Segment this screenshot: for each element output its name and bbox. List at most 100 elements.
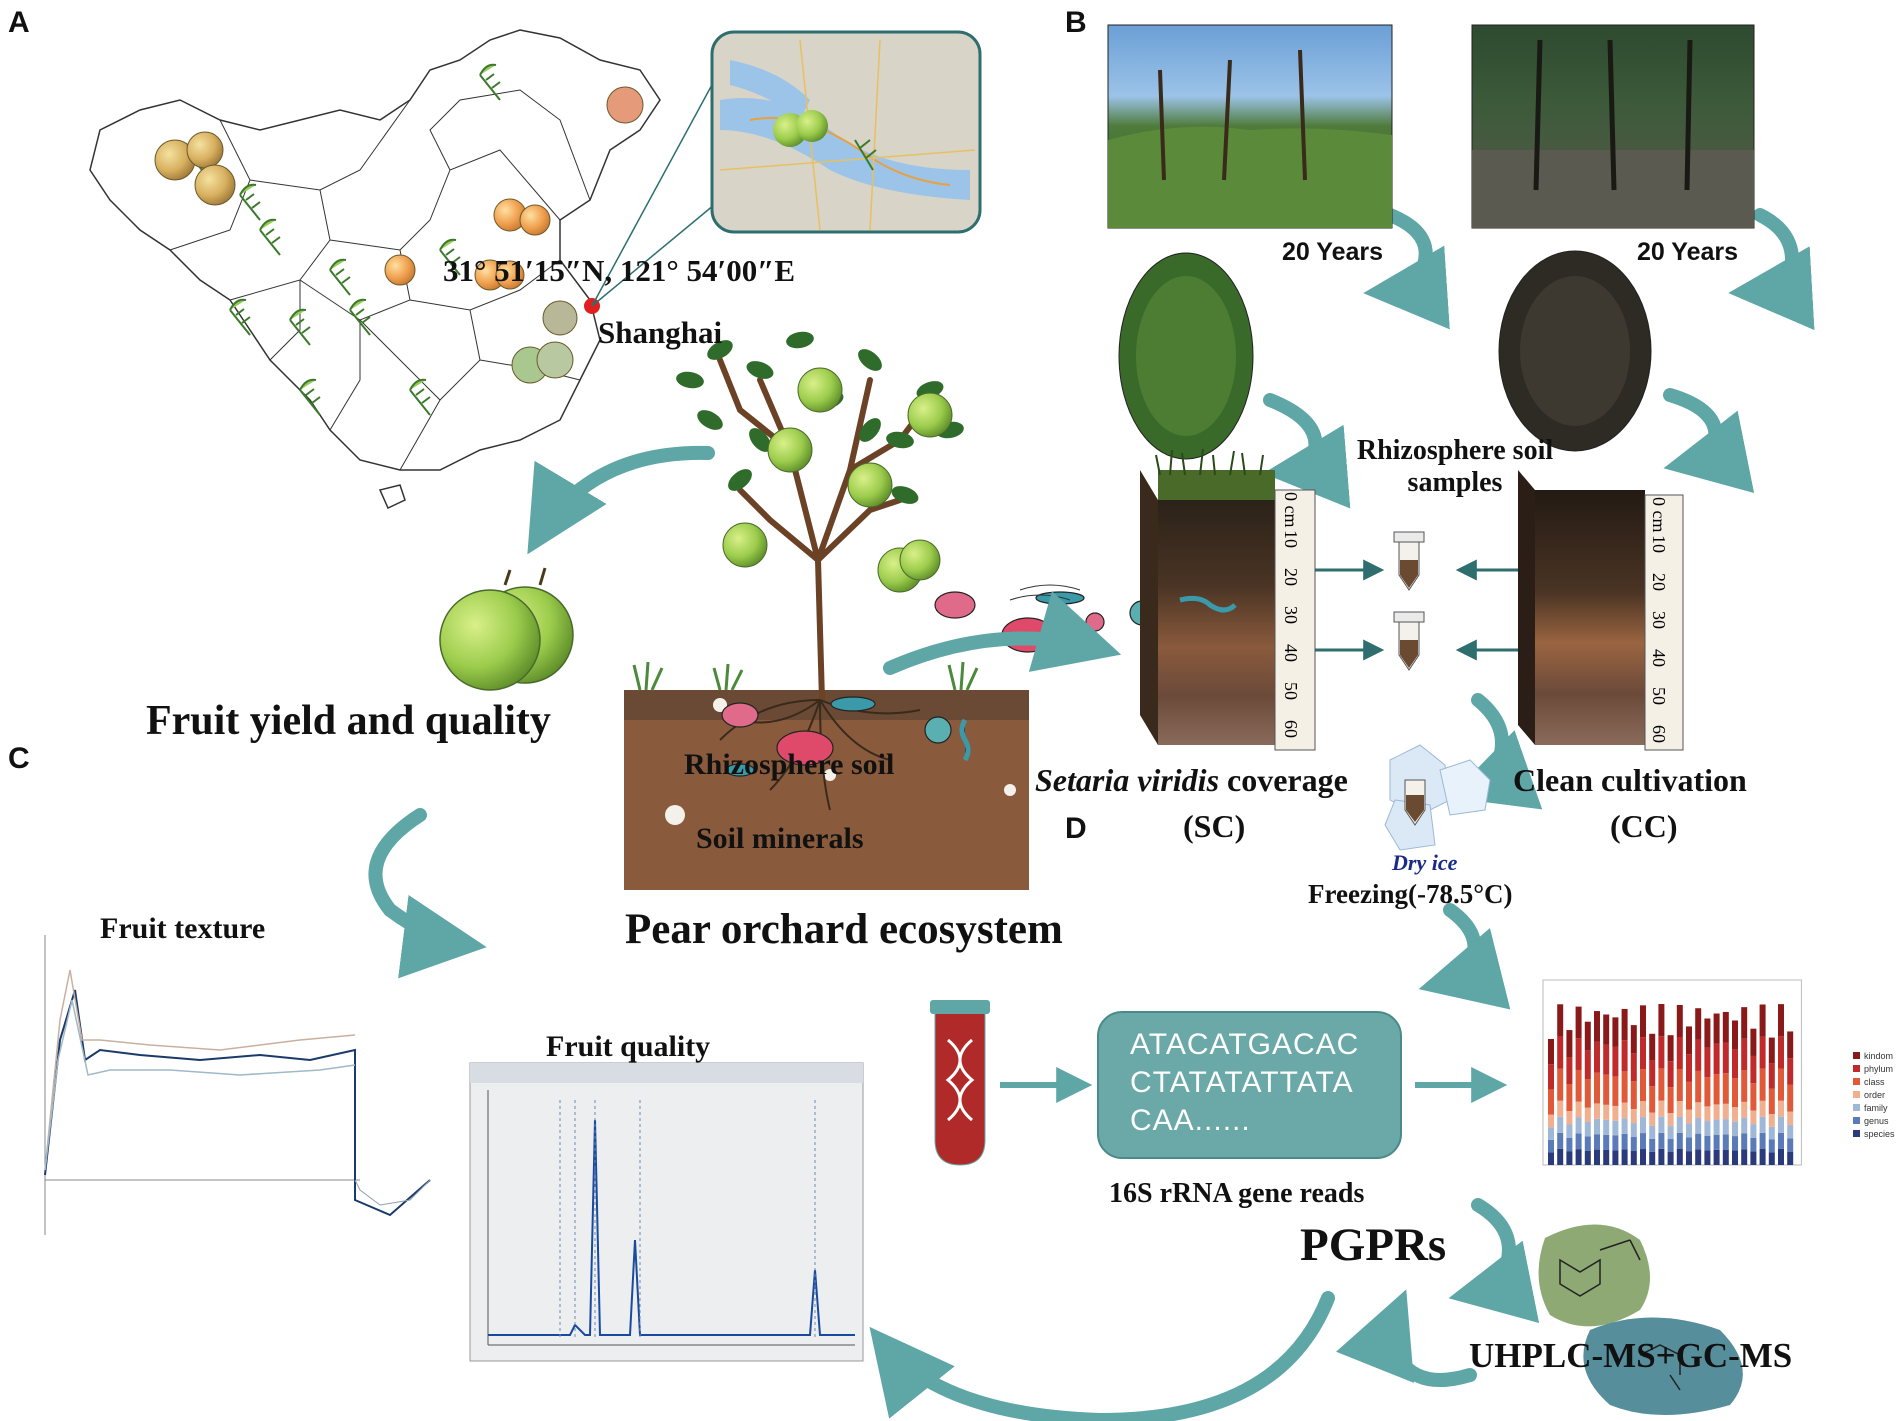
province-lines (169, 89, 591, 471)
bar-segment (1768, 1037, 1775, 1064)
bar-segment (1603, 1149, 1610, 1165)
pear-icon (536, 341, 574, 379)
ruler-tick-label: 0 cm (1281, 492, 1301, 528)
bar-segment (1630, 1053, 1637, 1082)
bar-segment (1584, 1050, 1591, 1080)
legend-label: class (1864, 1077, 1885, 1087)
grain-icon (349, 298, 371, 336)
bar-segment (1713, 1043, 1720, 1075)
bar-segment (1676, 1004, 1683, 1037)
bar-segment (1686, 1109, 1692, 1124)
ruler-tick-label: 10 (1649, 535, 1669, 553)
bar-segment (1713, 1104, 1720, 1120)
bar-segment (1741, 1133, 1748, 1150)
legend-swatch (1853, 1078, 1860, 1085)
bar-segment (1658, 1036, 1665, 1069)
bar-segment (1612, 1017, 1619, 1047)
bar-segment (1621, 1008, 1628, 1041)
bar-segment (1557, 1068, 1564, 1101)
arrow-fruit-to-texture (368, 808, 487, 979)
bar-segment (1594, 1134, 1600, 1150)
grain-icon (229, 298, 251, 336)
cc-label: Clean cultivation (1513, 762, 1747, 798)
bar-segment (1649, 1033, 1656, 1061)
pear-icon (194, 164, 236, 206)
bar-segment (1741, 1070, 1748, 1102)
sample-tube-top (1393, 531, 1425, 591)
bar-segment (1566, 1057, 1573, 1085)
bar-segment (1787, 1124, 1794, 1139)
ruler-tick-label: 20 (1649, 573, 1669, 591)
grain-icon (259, 218, 281, 256)
sc-coverage-word: coverage (1219, 762, 1348, 798)
bar-segment (1778, 1132, 1784, 1149)
bar-segment (1676, 1036, 1683, 1069)
bar-segment (1787, 1084, 1794, 1112)
bar-segment (1584, 1107, 1591, 1123)
inset-connector (591, 69, 721, 307)
sc-ruler (1274, 489, 1316, 751)
bar-segment (1759, 1036, 1766, 1069)
bar-segment (1722, 1119, 1729, 1135)
legend-label: phylum (1864, 1064, 1894, 1074)
tree-pears (722, 367, 953, 593)
ruler-tick-label: 40 (1281, 644, 1301, 662)
dna-tube-icon (930, 1000, 990, 1166)
grain-icon (439, 238, 461, 276)
bar-segment (1630, 1137, 1637, 1152)
pgprs-label: PGPRs (1300, 1219, 1447, 1271)
bar-segment (1566, 1124, 1573, 1139)
legend-label: genus (1864, 1116, 1889, 1126)
ruler-tick-label: 50 (1649, 687, 1669, 705)
legend-swatch (1853, 1091, 1860, 1098)
bar-segment (1557, 1100, 1564, 1117)
bar-segment (1566, 1030, 1573, 1058)
map-pear-icons (154, 86, 644, 384)
ruler-tick-label: 50 (1281, 682, 1301, 700)
bar-segment (1768, 1114, 1775, 1127)
taxonomy-bar-chart (1542, 979, 1802, 1166)
bar-segment (1548, 1127, 1554, 1140)
bar-segment (1778, 1004, 1784, 1037)
bar-segment (1548, 1139, 1554, 1153)
cc-ruler (1644, 494, 1684, 751)
bar-segment (1676, 1116, 1683, 1133)
bacterium-icon (725, 763, 755, 777)
arrow-cc-to-core (1663, 388, 1755, 493)
bar-segment (1575, 1149, 1582, 1165)
bar-segment (1704, 1018, 1711, 1048)
bar-segment (1713, 1074, 1720, 1105)
bar-segment (1741, 1149, 1748, 1165)
bar-segment (1640, 1133, 1646, 1150)
bar-segment (1778, 1100, 1784, 1117)
legend-item: family (1853, 1102, 1895, 1115)
sc-years-label: 20 Years (1282, 238, 1384, 266)
bar-segment (1575, 1069, 1582, 1102)
bar-segment (1750, 1137, 1757, 1152)
bar-segment (1603, 1119, 1610, 1135)
bar-segment (1667, 1087, 1674, 1114)
bar-segment (1630, 1025, 1637, 1054)
bar-segment (1621, 1118, 1628, 1134)
fruit-icon (439, 567, 574, 691)
bar-segment (1612, 1120, 1619, 1136)
bar-segment (1603, 1134, 1610, 1150)
bar-segment (1713, 1134, 1720, 1150)
mineral-particle (1004, 784, 1016, 796)
grain-icon (239, 183, 261, 221)
legend-label: species (1864, 1129, 1895, 1139)
sc-species-name: Setaria viridis (1035, 762, 1220, 798)
bar-segment (1557, 1036, 1564, 1069)
bar-segment (1768, 1152, 1775, 1165)
inset-grain-icon (854, 139, 877, 171)
bacterium-icon (776, 730, 834, 766)
bar-segment (1621, 1133, 1628, 1150)
rhizosphere-soil-label: Rhizosphere soil (684, 748, 895, 781)
map-outline (89, 29, 661, 471)
arrow-soil-to-core (883, 591, 1122, 675)
bar-segment (1667, 1152, 1674, 1165)
bar-segment (1557, 1116, 1564, 1133)
inset-map (710, 30, 982, 234)
bar-segment (1584, 1136, 1591, 1151)
